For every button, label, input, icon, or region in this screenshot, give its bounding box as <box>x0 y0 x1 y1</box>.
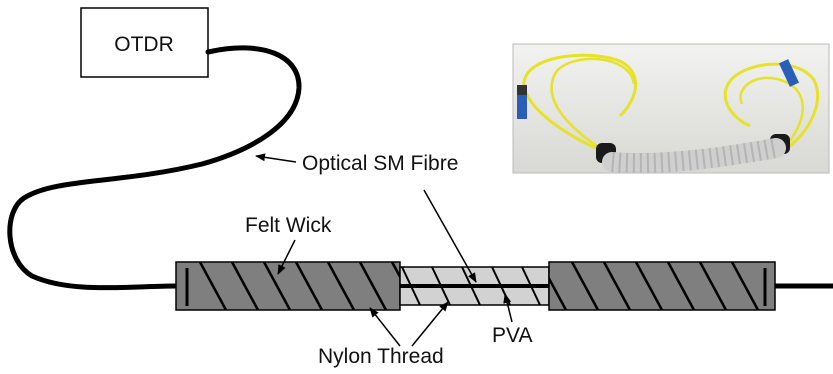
felt-wick-label: Felt Wick <box>245 214 332 237</box>
pva-section <box>399 266 550 306</box>
felt-wick-arrow <box>277 239 296 275</box>
otdr-box: OTDR <box>80 7 209 78</box>
fibre-label: Optical SM Fibre <box>302 152 458 175</box>
braided-wick <box>602 138 786 174</box>
fibre-arrow <box>255 153 297 163</box>
nylon-thread-arrow-left <box>369 307 401 347</box>
fibre-core-arrow <box>423 189 477 283</box>
pva-arrow <box>503 293 513 323</box>
connector-left <box>517 93 527 119</box>
sensor-photo <box>512 43 830 174</box>
nylon-thread-arrow-right <box>411 301 449 347</box>
otdr-label: OTDR <box>114 33 174 56</box>
fibre-cable <box>7 45 302 291</box>
felt-wick-left <box>175 261 401 311</box>
pva-label: PVA <box>492 324 532 347</box>
connector-right <box>778 59 800 87</box>
felt-wick-right <box>548 261 776 311</box>
nylon-thread-label: Nylon Thread <box>318 345 444 368</box>
